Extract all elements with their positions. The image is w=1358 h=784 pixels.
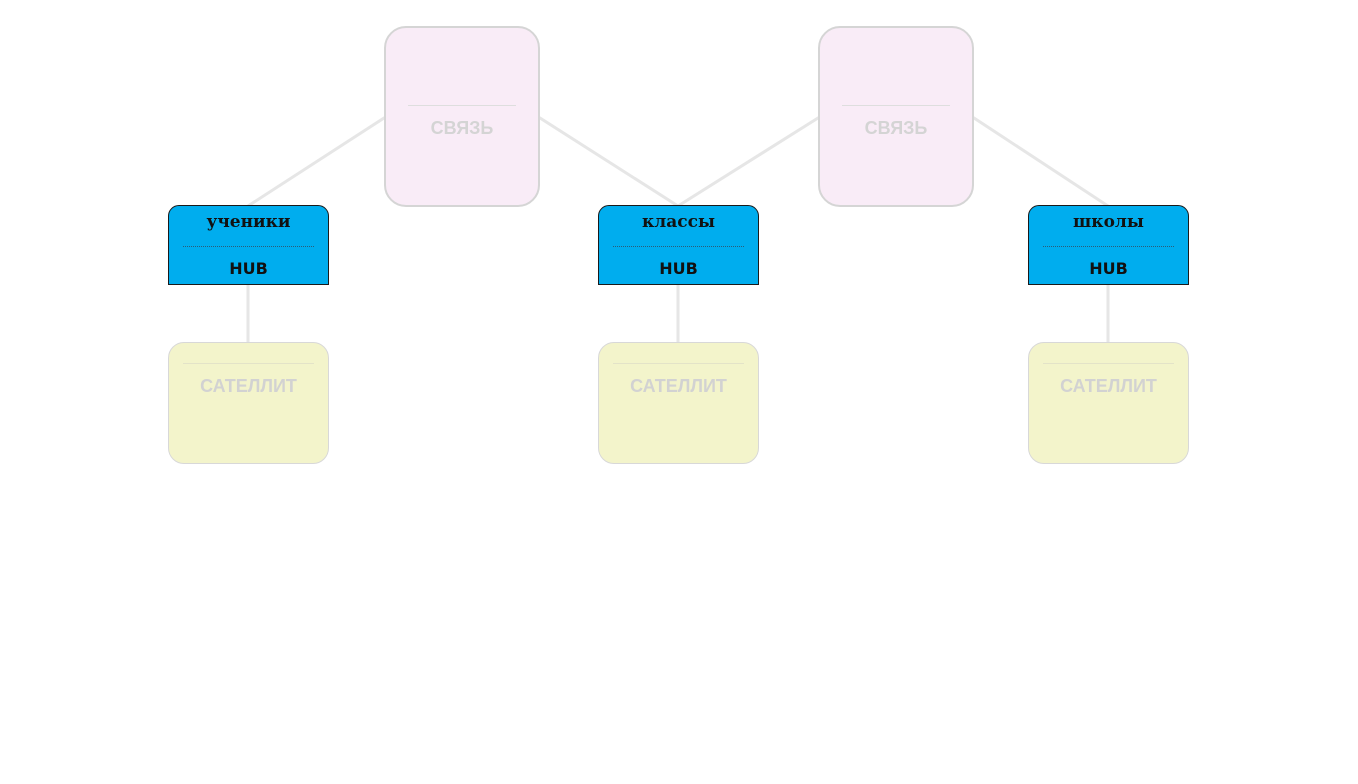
hub-node-schools[interactable]: школы HUB — [1028, 205, 1189, 285]
link-node-1[interactable]: СВЯЗЬ — [384, 26, 540, 207]
link-node-2[interactable]: СВЯЗЬ — [818, 26, 974, 207]
satellite-node-3[interactable]: САТЕЛЛИТ — [1028, 342, 1189, 464]
link-label: СВЯЗЬ — [430, 118, 494, 138]
hub-name: ученики — [206, 212, 291, 232]
hub-divider — [1043, 246, 1174, 247]
satellite-divider — [613, 363, 744, 364]
hub-name: классы — [641, 212, 716, 232]
hub-kind-label: HUB — [229, 259, 268, 278]
hub-kind-label: HUB — [1089, 259, 1128, 278]
link-label: СВЯЗЬ — [864, 118, 928, 138]
hub-node-students[interactable]: ученики HUB — [168, 205, 329, 285]
satellite-divider — [183, 363, 314, 364]
hub-node-classes[interactable]: классы HUB — [598, 205, 759, 285]
satellite-node-2[interactable]: САТЕЛЛИТ — [598, 342, 759, 464]
link-divider — [842, 105, 950, 106]
satellite-label: САТЕЛЛИТ — [200, 376, 297, 396]
satellite-node-1[interactable]: САТЕЛЛИТ — [168, 342, 329, 464]
satellite-label: САТЕЛЛИТ — [1060, 376, 1157, 396]
hub-divider — [613, 246, 744, 247]
hub-kind-label: HUB — [659, 259, 698, 278]
edge-link1-hub2 — [538, 116, 680, 208]
hub-divider — [183, 246, 314, 247]
satellite-divider — [1043, 363, 1174, 364]
edge-link2-hub2 — [676, 116, 820, 208]
edge-link1-hub1 — [246, 116, 386, 208]
edge-link2-hub3 — [972, 116, 1110, 208]
satellite-label: САТЕЛЛИТ — [630, 376, 727, 396]
link-divider — [408, 105, 516, 106]
hub-name: школы — [1073, 212, 1144, 232]
